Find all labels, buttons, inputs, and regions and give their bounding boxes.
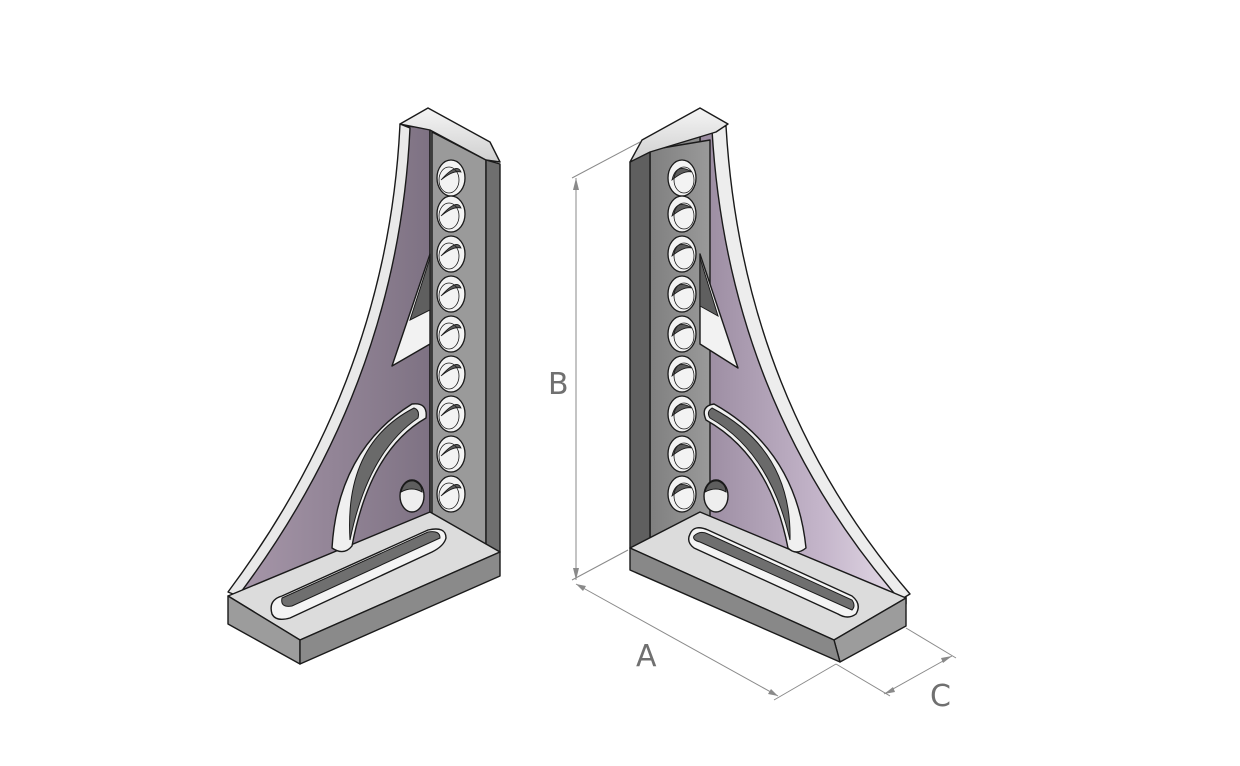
dimension-a-arrow-end xyxy=(768,689,778,696)
right-bracket-hole-column xyxy=(667,159,697,513)
left-bracket-top-cap xyxy=(399,107,501,163)
right-bracket-hole xyxy=(667,195,697,233)
left-bracket-hole xyxy=(436,235,466,273)
right-bracket-hole xyxy=(667,275,697,313)
right-bracket-hole xyxy=(667,355,697,393)
right-bracket-triangle-shadow xyxy=(699,257,719,318)
left-bracket-side-edge xyxy=(485,159,501,553)
right-bracket-lower-hole-shadow xyxy=(704,480,727,493)
dimension-a-arrow-start xyxy=(576,584,586,591)
right-bracket-curved-slot-shadow xyxy=(707,407,791,541)
right-bracket xyxy=(629,107,911,663)
right-bracket-hole xyxy=(667,395,697,433)
left-bracket-hole xyxy=(436,355,466,393)
right-bracket-base-slot-shadow xyxy=(693,531,855,611)
dimension-b-ext-top xyxy=(571,141,641,179)
dimension-label-b: B xyxy=(548,367,569,402)
left-bracket-base-slot-shadow xyxy=(281,531,441,607)
left-bracket-curved-slot-shadow xyxy=(349,407,419,541)
left-bracket-base-side xyxy=(299,551,501,665)
dimension-b-ext-bottom xyxy=(571,549,629,581)
dimension-label-c: C xyxy=(930,679,951,714)
left-bracket-lower-hole-shadow xyxy=(400,480,423,493)
right-bracket-hole xyxy=(667,435,697,473)
right-bracket-side-edge xyxy=(629,149,651,553)
dimension-lines: B A C xyxy=(548,141,957,714)
left-bracket-hole xyxy=(436,435,466,473)
right-bracket-curved-slot xyxy=(703,403,807,553)
dimension-a-line xyxy=(575,583,779,697)
dimension-c-arrow-end xyxy=(941,656,952,663)
dimension-c-arrow-start xyxy=(884,687,895,694)
right-bracket-top-cap xyxy=(629,107,729,163)
right-bracket-hole xyxy=(667,159,697,197)
dimension-b-arrow-top xyxy=(573,178,579,190)
dimension-c-ext-left xyxy=(835,663,891,697)
right-bracket-hole xyxy=(667,475,697,513)
dimension-b-arrow-bottom xyxy=(573,568,579,580)
right-bracket-hole xyxy=(667,235,697,273)
right-bracket-hole xyxy=(667,315,697,353)
left-bracket-triangle-shadow xyxy=(409,257,431,321)
dimension-c-ext-right xyxy=(905,627,957,659)
left-bracket-hole xyxy=(436,159,466,197)
dimension-a-ext xyxy=(773,663,837,701)
left-bracket-hole xyxy=(436,275,466,313)
left-bracket-hole xyxy=(436,475,466,513)
dimension-label-a: A xyxy=(636,639,657,674)
left-bracket-hole xyxy=(436,315,466,353)
left-bracket-hole-column xyxy=(436,159,466,513)
dimension-c-line xyxy=(883,655,953,695)
left-bracket xyxy=(227,107,501,665)
right-bracket-base-left xyxy=(629,547,841,663)
left-bracket-hole xyxy=(436,195,466,233)
left-bracket-hole xyxy=(436,395,466,433)
